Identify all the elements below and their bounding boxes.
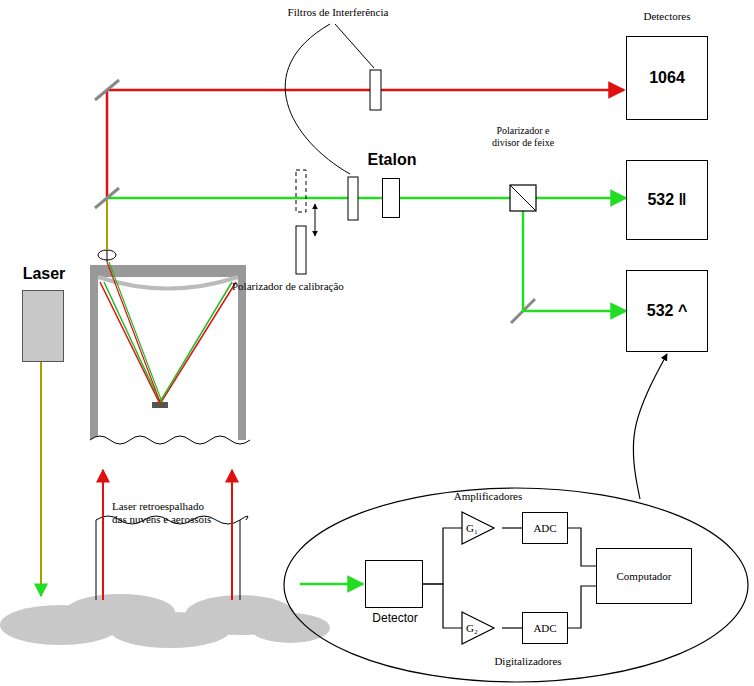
node-heading: Laser — [13, 265, 75, 283]
light-beam — [400, 197, 510, 200]
node-label: 1064 — [649, 69, 685, 87]
amplifier: G₂ — [462, 612, 502, 644]
move-arrow — [315, 204, 316, 236]
node-heading: Digitalizadores — [473, 655, 583, 668]
node-label: 532 ‖ — [647, 191, 686, 209]
note-text: Laser retroespalhado das nuvens e aeross… — [112, 500, 216, 525]
signal-wire — [502, 527, 522, 528]
calibration-polarizer — [296, 226, 306, 274]
computer-box: Computador — [596, 548, 692, 604]
etalon: Etalon — [382, 178, 400, 218]
signal-wire — [633, 354, 667, 499]
node-heading: Polarizador e divisor de feixe — [483, 125, 563, 148]
lens-axis — [107, 248, 108, 262]
callout-label: Filtros de Interferência — [258, 6, 418, 19]
adc-box: ADC — [522, 612, 568, 644]
dichroic-mirror — [95, 188, 119, 208]
signal-wire — [423, 584, 462, 628]
beam-splitter-outline — [510, 185, 536, 211]
group-label: Detectores — [617, 10, 717, 23]
interference-filter — [370, 70, 381, 110]
adc-box: ADC — [522, 512, 568, 544]
signal-wire — [568, 528, 596, 566]
light-beam — [523, 211, 626, 311]
input-beam — [300, 583, 363, 586]
calibration-polarizer-in — [296, 170, 306, 212]
leader-line — [335, 24, 374, 68]
signal-wire — [568, 586, 596, 628]
detector-box: 532 ^ — [626, 270, 708, 352]
amplifier: G₁ — [462, 512, 502, 544]
node-heading: Etalon — [362, 151, 422, 169]
signal-wire — [423, 528, 462, 584]
mirror — [95, 80, 119, 100]
detector: Detector — [365, 560, 423, 608]
node-label: G₂ — [466, 622, 478, 635]
node-label: Computador — [617, 570, 672, 583]
telescope — [90, 262, 250, 600]
electronics-inset: Detector G₁ G₂ ADC ADC Computador Amplificador… — [283, 487, 749, 683]
detector-box: 532 ‖ — [626, 160, 708, 240]
node-heading: Detector — [356, 612, 434, 626]
beam-splitter: Polarizador e divisor de feixe — [510, 185, 536, 211]
combined-beam — [106, 199, 108, 250]
node-heading: Amplificadores — [433, 490, 543, 503]
clouds — [0, 594, 330, 648]
signal-wire — [502, 627, 522, 628]
interference-filter — [348, 177, 358, 220]
laser-box: Laser — [22, 290, 64, 362]
light-beam — [536, 197, 626, 200]
node-label: 532 ^ — [647, 302, 687, 320]
node-label: G₁ — [466, 522, 478, 535]
green-beam — [107, 197, 382, 200]
red-beam-1064 — [107, 89, 624, 92]
leader-line — [285, 24, 350, 174]
red-beam — [106, 90, 109, 197]
node-label: ADC — [533, 522, 556, 535]
laser-beam — [40, 362, 42, 596]
node-label: ADC — [533, 622, 556, 635]
part-label: Polarizador de calibração — [232, 280, 382, 293]
detector-box: 1064 — [626, 36, 708, 120]
